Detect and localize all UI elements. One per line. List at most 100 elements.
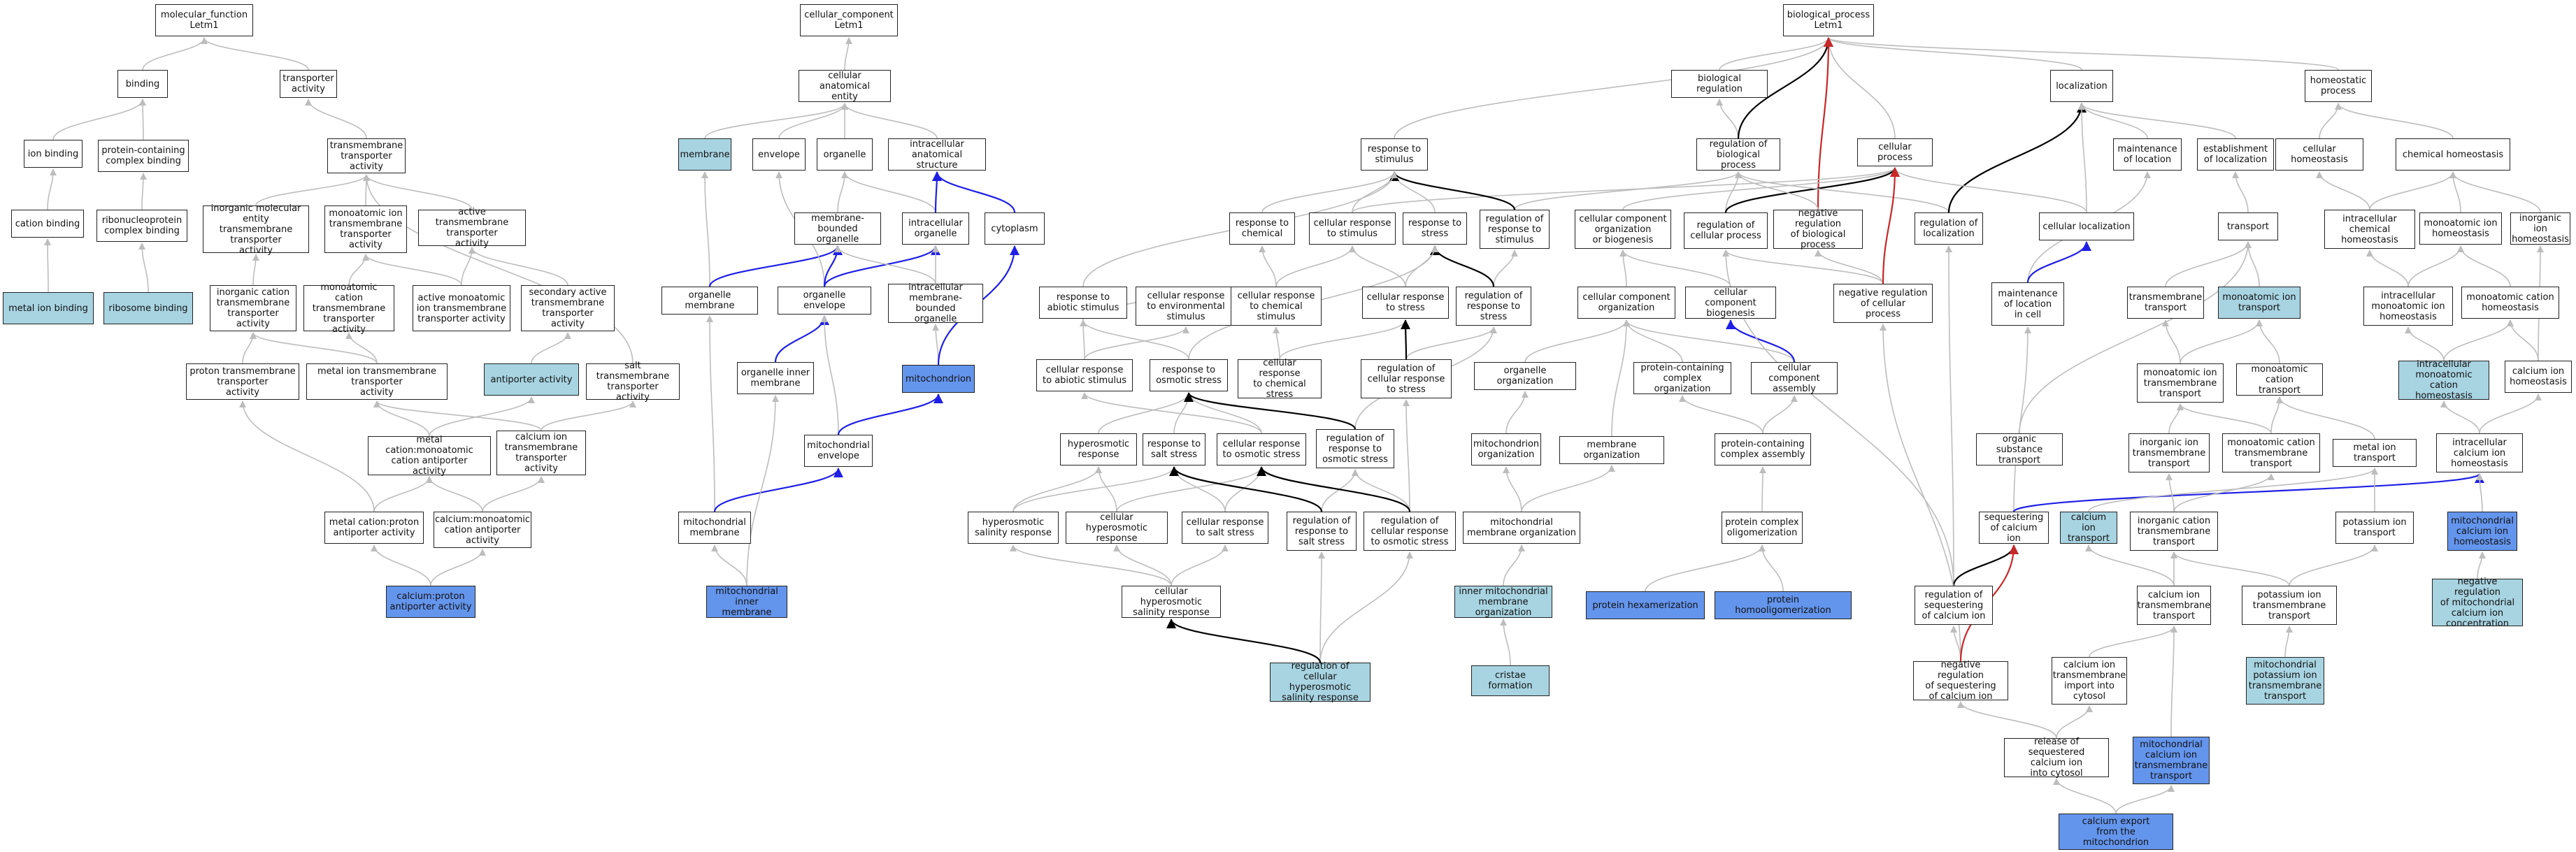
go-term-node-seqca[interactable]: sequestering of calcium ion (1979, 512, 2049, 544)
go-term-node-tmtransport[interactable]: transmembrane transport (2127, 287, 2204, 319)
go-term-node-salttm[interactable]: salt transmembrane transporter activity (586, 361, 680, 403)
go-term-node-monohomeo[interactable]: monoatomic ion homeostasis (2419, 212, 2502, 245)
go-term-node-monotransport[interactable]: monoatomic ion transport (2218, 287, 2300, 319)
go-term-node-intrachem[interactable]: intracellular chemical homeostasis (2324, 210, 2415, 249)
go-term-node-hypersal[interactable]: hyperosmotic salinity response (968, 512, 1059, 544)
go-term-node-respstim[interactable]: response to stimulus (1361, 138, 1428, 171)
go-term-node-transporter[interactable]: transporter activity (280, 70, 337, 98)
go-term-node-intraanat[interactable]: intracellular anatomical structure (888, 138, 986, 171)
go-term-node-orgmem[interactable]: organelle membrane (661, 287, 758, 315)
go-term-node-metalcatmono[interactable]: metal cation:monoatomic cation antiporte… (368, 435, 491, 477)
go-term-node-antiporter[interactable]: antiporter activity (484, 363, 579, 396)
go-term-node-cellrespstim[interactable]: cellular response to stimulus (1309, 212, 1396, 245)
go-term-node-monoion[interactable]: monoatomic ion transmembrane transporter… (324, 205, 407, 253)
go-term-node-ribobind[interactable]: ribosome binding (103, 292, 193, 324)
go-term-node-cellloc[interactable]: cellular localization (2039, 212, 2134, 240)
go-term-node-camonocat[interactable]: calcium:monoatomic cation antiporter act… (434, 512, 531, 548)
go-term-node-tmtrans[interactable]: transmembrane transporter activity (327, 138, 406, 173)
go-term-node-pcorg[interactable]: protein-containing complex organization (1633, 362, 1731, 394)
go-term-node-monocattrans[interactable]: monoatomic cation transport (2236, 363, 2323, 396)
go-term-node-pcolig[interactable]: protein complex oligomerization (1722, 512, 1803, 544)
go-term-node-pcbind[interactable]: protein-containing complex binding (98, 140, 189, 172)
go-term-node-mitoenv[interactable]: mitochondrial envelope (804, 435, 873, 467)
go-term-node-maincell[interactable]: maintenance of location in cell (1991, 282, 2064, 326)
go-term-node-intracahomeo[interactable]: intracellular calcium ion homeostasis (2436, 433, 2523, 472)
go-term-node-ccorg2[interactable]: cellular component organization (1577, 287, 1675, 319)
go-term-node-monocathomeo[interactable]: monoatomic cation homeostasis (2461, 287, 2559, 319)
go-term-node-cellrespenv[interactable]: cellular response to environmental stimu… (1136, 287, 1236, 326)
go-term-node-bioreg[interactable]: biological regulation (1671, 70, 1768, 98)
go-term-node-memorg[interactable]: membrane organization (1559, 436, 1664, 464)
go-term-node-binding[interactable]: binding (117, 70, 168, 98)
go-term-node-innermitoorg[interactable]: inner mitochondrial membrane organizatio… (1454, 586, 1552, 618)
go-term-node-cellhomeo[interactable]: cellular homeostasis (2275, 138, 2363, 171)
go-term-node-mitocatm[interactable]: mitochondrial calcium ion transmembrane … (2133, 737, 2210, 784)
go-term-node-regrespstim[interactable]: regulation of response to stimulus (1480, 210, 1550, 249)
go-term-node-respsalt[interactable]: response to salt stress (1143, 433, 1205, 465)
go-term-node-localization[interactable]: localization (2050, 70, 2113, 102)
go-term-node-cc[interactable]: cellular_component Letm1 (800, 4, 898, 36)
go-term-node-regrespstress[interactable]: regulation of response to stress (1456, 287, 1531, 326)
go-term-node-orgorg[interactable]: organelle organization (1474, 362, 1576, 390)
go-term-node-respos[interactable]: response to osmotic stress (1150, 359, 1228, 391)
go-term-node-releaseca[interactable]: release of sequestered calcium ion into … (2004, 737, 2109, 779)
go-term-node-bp[interactable]: biological_process Letm1 (1783, 4, 1874, 36)
go-term-node-mitomemorg[interactable]: mitochondrial membrane organization (1463, 512, 1580, 544)
go-term-node-ktmtrans[interactable]: potassium ion transmembrane transport (2242, 586, 2337, 625)
go-term-node-mainloc[interactable]: maintenance of location (2113, 138, 2182, 171)
go-term-node-cellhypersal[interactable]: cellular hyperosmotic salinity response (1122, 586, 1221, 618)
go-term-node-cristae[interactable]: cristae formation (1471, 665, 1550, 696)
go-term-node-intrambo[interactable]: intracellular membrane-bounded organelle (888, 282, 983, 324)
go-term-node-regrespsalt[interactable]: regulation of response to salt stress (1287, 512, 1357, 551)
go-term-node-caiontm[interactable]: calcium ion transmembrane transporter ac… (496, 431, 586, 475)
go-term-node-caexport[interactable]: calcium export from the mitochondrion (2059, 814, 2173, 850)
go-term-node-mitoorg[interactable]: mitochondrion organization (1471, 433, 1541, 465)
go-term-node-inorgcat[interactable]: inorganic cation transmembrane transport… (210, 285, 296, 331)
go-term-node-mf[interactable]: molecular_function Letm1 (155, 4, 253, 36)
go-term-node-orginner[interactable]: organelle inner membrane (737, 362, 814, 394)
go-term-node-respstress[interactable]: response to stress (1403, 212, 1467, 245)
go-term-node-monocat[interactable]: monoatomic cation transmembrane transpor… (303, 282, 394, 335)
go-term-node-envelope[interactable]: envelope (752, 138, 806, 171)
go-term-node-ionbind[interactable]: ion binding (24, 140, 83, 168)
go-term-node-organelle[interactable]: organelle (817, 138, 873, 171)
go-term-node-catransport[interactable]: calcium ion transport (2060, 512, 2117, 544)
go-term-node-cahomeo[interactable]: calcium ion homeostasis (2505, 361, 2572, 393)
go-term-node-mitoktm[interactable]: mitochondrial potassium ion transmembran… (2246, 657, 2324, 705)
go-term-node-regcellrespstress[interactable]: regulation of cellular response to stres… (1361, 359, 1452, 398)
go-term-node-mbo[interactable]: membrane-bounded organelle (794, 212, 881, 245)
go-term-node-inorgcattm[interactable]: inorganic cation transmembrane transport (2130, 512, 2218, 551)
go-term-node-metaliontrans[interactable]: metal ion transport (2333, 439, 2417, 467)
go-term-node-metaliontm[interactable]: metal ion transmembrane transporter acti… (306, 363, 448, 400)
go-term-node-prothexa[interactable]: protein hexamerization (1586, 591, 1705, 619)
go-term-node-inorgmol[interactable]: inorganic molecular entity transmembrane… (203, 203, 309, 256)
go-term-node-mito[interactable]: mitochondrion (902, 365, 975, 393)
go-term-node-ccbio[interactable]: cellular component biogenesis (1685, 287, 1776, 319)
go-term-node-negregcell[interactable]: negative regulation of cellular process (1833, 284, 1933, 323)
go-term-node-regloc[interactable]: regulation of localization (1915, 212, 1983, 245)
go-term-node-transport[interactable]: transport (2218, 212, 2278, 240)
go-term-node-regcellproc[interactable]: regulation of cellular process (1684, 212, 1768, 249)
go-term-node-respchem[interactable]: response to chemical (1229, 212, 1295, 245)
go-term-node-cae[interactable]: cellular anatomical entity (799, 70, 891, 102)
go-term-node-cellhyperos[interactable]: cellular hyperosmotic response (1066, 512, 1168, 544)
go-term-node-negregmitoca[interactable]: negative regulation of mitochondrial cal… (2432, 577, 2523, 629)
go-term-node-cationbind[interactable]: cation binding (11, 210, 84, 238)
go-term-node-intramono[interactable]: intracellular monoatomic ion homeostasis (2363, 287, 2453, 326)
go-term-node-pcassembly[interactable]: protein-containing complex assembly (1715, 433, 1811, 465)
go-term-node-secactive[interactable]: secondary active transmembrane transport… (521, 285, 615, 331)
go-term-node-cellrespabiotic[interactable]: cellular response to abiotic stimulus (1036, 359, 1133, 391)
go-term-node-cellproc[interactable]: cellular process (1857, 138, 1933, 166)
go-term-node-membrane[interactable]: membrane (678, 138, 731, 171)
go-term-node-cellrespchemstress[interactable]: cellular response to chemical stress (1238, 358, 1322, 400)
go-term-node-orgenv[interactable]: organelle envelope (778, 287, 871, 315)
go-term-node-orgsubst[interactable]: organic substance transport (1976, 433, 2063, 465)
go-term-node-cellrespchem[interactable]: cellular response to chemical stimulus (1231, 287, 1322, 326)
go-term-node-cellrespos[interactable]: cellular response to osmotic stress (1217, 433, 1306, 465)
go-term-node-ccassembly[interactable]: cellular component assembly (1751, 362, 1838, 394)
go-term-node-catmimport[interactable]: calcium ion transmembrane import into cy… (2052, 657, 2127, 705)
go-term-node-monocattm[interactable]: monoatomic cation transmembrane transpor… (2222, 433, 2320, 472)
go-term-node-cellrespsalt[interactable]: cellular response to salt stress (1182, 512, 1268, 544)
go-term-node-negregseqca[interactable]: negative regulation of sequestering of c… (1913, 660, 2008, 702)
go-term-node-mitomem[interactable]: mitochondrial membrane (678, 512, 751, 544)
